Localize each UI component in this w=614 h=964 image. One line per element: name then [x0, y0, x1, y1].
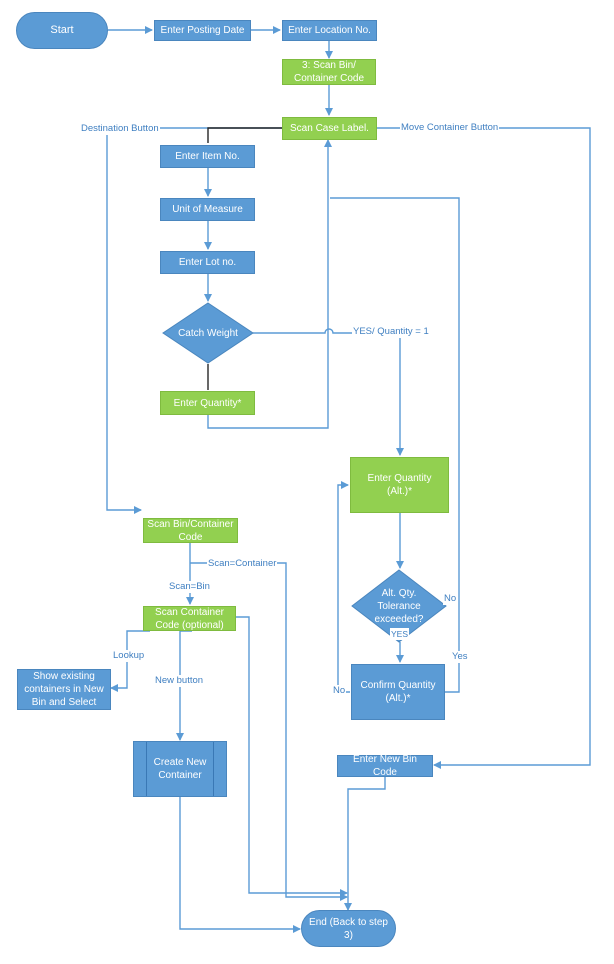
label-yes-upper: YES — [390, 628, 410, 640]
location-no-node: Enter Location No. — [282, 20, 377, 41]
edge-destination — [106, 127, 282, 514]
end-node: End (Back to step 3) — [301, 910, 396, 947]
confirm-quantity-node: Confirm Quantity (Alt.)* — [351, 664, 445, 720]
edge-confirm-no — [337, 481, 350, 693]
posting-date-node: Enter Posting Date — [154, 20, 251, 41]
label-yes-right: Yes — [451, 651, 469, 663]
label-destination-button: Destination Button — [80, 123, 160, 135]
predefined-process-bar-left — [146, 742, 147, 796]
enter-quantity-node: Enter Quantity* — [160, 391, 255, 415]
lot-no-node: Enter Lot no. — [160, 251, 255, 274]
create-new-container-node: Create New Container — [133, 741, 227, 797]
label-scan-bin: Scan=Bin — [168, 581, 211, 593]
start-node: Start — [16, 12, 108, 49]
scan-bin-container-node: 3: Scan Bin/ Container Code — [282, 59, 376, 85]
show-existing-containers-node: Show existing containers in New Bin and … — [17, 669, 111, 710]
edge-create-end — [179, 797, 301, 933]
tolerance-diamond-shape — [351, 569, 447, 643]
label-no-left: No — [332, 685, 347, 697]
edge-confirm-yes — [330, 197, 460, 693]
edge-newbin-end — [344, 777, 386, 911]
catch-weight-decision: Catch Weight — [162, 302, 254, 364]
item-no-node: Enter Item No. — [160, 145, 255, 168]
edge-new-button — [176, 630, 192, 741]
label-new-button: New button — [154, 675, 205, 687]
label-scan-container: Scan=Container — [207, 558, 278, 570]
scan-case-label-node: Scan Case Label. — [282, 117, 377, 140]
label-lookup: Lookup — [112, 650, 146, 662]
label-yes-quantity: YES/ Quantity = 1 — [352, 326, 430, 338]
unit-of-measure-node: Unit of Measure — [160, 198, 255, 221]
predefined-process-bar-right — [213, 742, 214, 796]
enter-new-bin-node: Enter New Bin Code — [337, 754, 433, 778]
edge-catch-yes — [253, 328, 404, 456]
edge-qty-back — [207, 139, 332, 429]
scan-container-optional-node: Scan Container Code (optional) — [143, 606, 236, 631]
edge-scancase-item — [207, 127, 282, 143]
enter-quantity-alt-node: Enter Quantity (Alt.)* — [350, 457, 449, 513]
edge-optional-end — [236, 616, 348, 897]
label-move-container-button: Move Container Button — [400, 122, 500, 134]
scan-bin-container-code-node: Scan Bin/Container Code — [143, 518, 238, 543]
tolerance-decision: Alt. Qty. Tolerance exceeded? — [351, 569, 447, 643]
catch-weight-diamond-shape — [162, 302, 254, 364]
label-no-right: No — [443, 593, 458, 605]
